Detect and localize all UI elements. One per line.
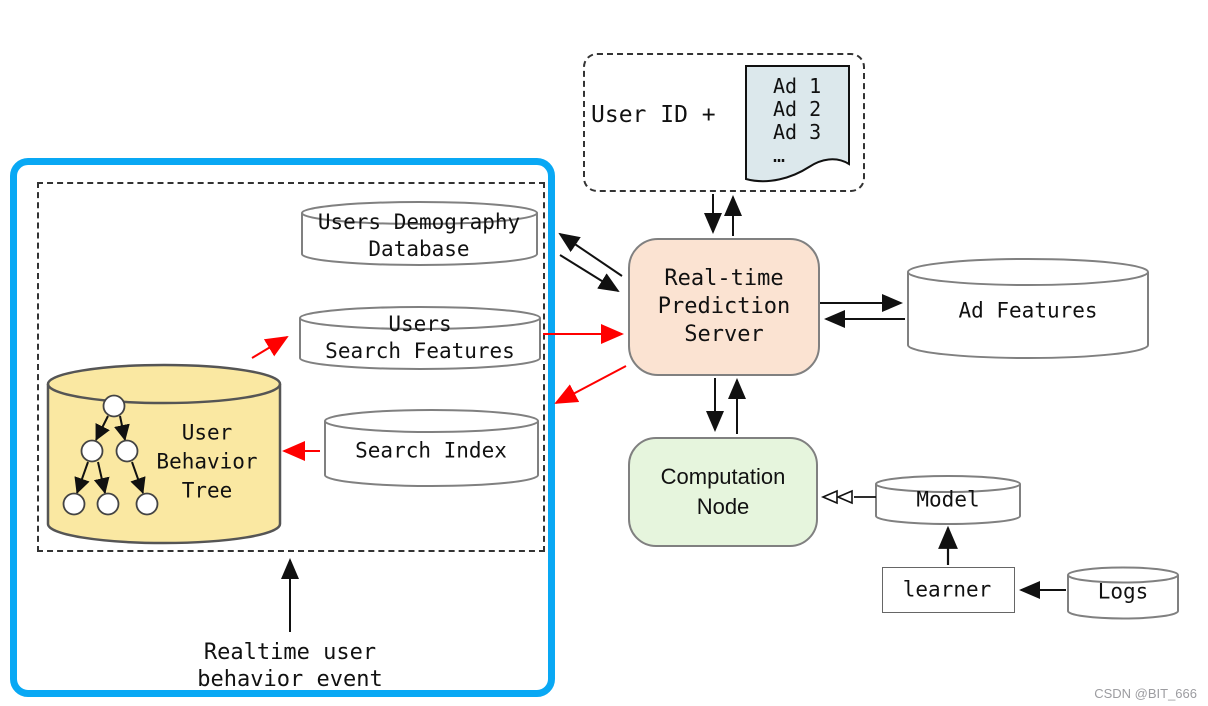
- prediction-server-box: [628, 238, 820, 376]
- user-behavior-tree-label: User Behavior Tree: [156, 420, 258, 503]
- arrow-server-to-searchindex: [554, 365, 627, 404]
- watermark: CSDN @BIT_666: [1094, 686, 1197, 701]
- computation-node-box: [628, 437, 818, 547]
- feature-stores-dashed-box: [37, 182, 545, 552]
- request-dashed-box: [583, 53, 865, 192]
- logs-label: Logs: [1097, 579, 1149, 604]
- learner-label: learner: [902, 577, 992, 602]
- tree-node: [80, 439, 104, 463]
- users-search-features-cylinder: [299, 306, 541, 370]
- tree-node: [62, 492, 86, 516]
- ad-features-label: Ad Features: [958, 298, 1098, 323]
- logs-cylinder: [1067, 566, 1179, 620]
- ad-features-cylinder: [907, 258, 1149, 359]
- learner-box: [882, 567, 1015, 613]
- model-cylinder: [875, 475, 1021, 525]
- tree-node: [102, 394, 126, 418]
- prediction-server-label: Real-time Prediction Server: [657, 266, 791, 347]
- tree-node: [135, 492, 159, 516]
- tree-node: [115, 439, 139, 463]
- computation-node-label: Computation Node: [660, 464, 786, 519]
- user-id-label: User ID +: [591, 102, 716, 128]
- model-label: Model: [916, 487, 980, 512]
- users-demography-label: Users Demography Database: [317, 210, 521, 261]
- search-index-label: Search Index: [355, 438, 507, 463]
- arrow-server-to-demography: [558, 232, 623, 277]
- ad-list: Ad 1 Ad 2 Ad 3 …: [773, 74, 822, 167]
- tree-node: [96, 492, 120, 516]
- search-index-cylinder: [324, 409, 539, 487]
- arrow-demography-to-server: [559, 254, 620, 293]
- realtime-event-label: Realtime user behavior event: [197, 640, 383, 692]
- behavior-tree-graph: [62, 394, 159, 516]
- users-demography-cylinder: [301, 201, 538, 266]
- arrow-tree-to-searchfeatures: [251, 335, 289, 359]
- arrow-model-to-computation: [820, 489, 876, 505]
- realtime-panel-border: [10, 158, 555, 697]
- ad-list-document-icon: [745, 65, 850, 183]
- users-search-features-label: Users Search Features: [325, 312, 515, 363]
